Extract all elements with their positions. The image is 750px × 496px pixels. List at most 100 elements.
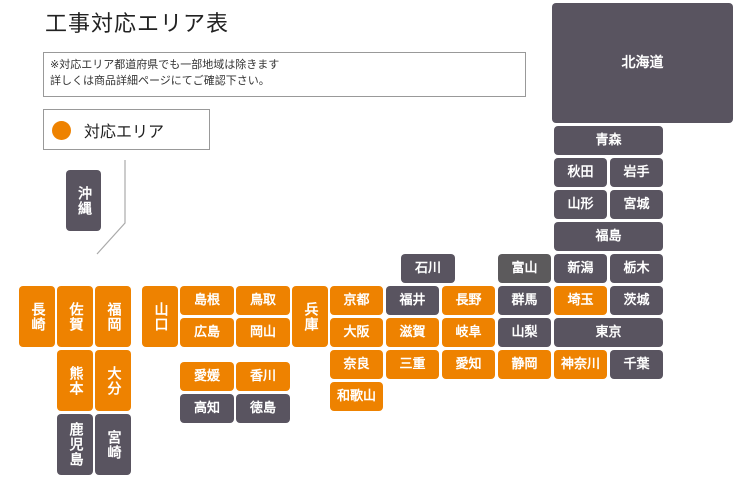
prefecture-nagano[interactable]: 長野 — [442, 286, 495, 315]
prefecture-label: 長崎 — [29, 301, 46, 332]
prefecture-hiroshima[interactable]: 広島 — [180, 318, 234, 347]
prefecture-osaka[interactable]: 大阪 — [330, 318, 383, 347]
prefecture-chiba[interactable]: 千葉 — [610, 350, 663, 379]
prefecture-kagawa[interactable]: 香川 — [236, 362, 290, 391]
prefecture-label: 宮崎 — [105, 429, 122, 460]
prefecture-label: 鹿児島 — [67, 422, 84, 467]
prefecture-label: 京都 — [343, 293, 370, 308]
prefecture-label: 宮城 — [623, 197, 650, 212]
note-line: ※対応エリア都道府県でも一部地域は除きます — [50, 58, 280, 71]
prefecture-label: 奈良 — [343, 357, 370, 372]
prefecture-label: 東京 — [595, 325, 622, 340]
prefecture-saitama[interactable]: 埼玉 — [554, 286, 607, 315]
legend: 対応エリア — [43, 109, 210, 150]
prefecture-label: 大分 — [105, 365, 122, 396]
prefecture-yamaguchi[interactable]: 山口 — [142, 286, 178, 347]
prefecture-kagoshima[interactable]: 鹿児島 — [57, 414, 93, 475]
prefecture-label: 兵庫 — [302, 301, 319, 332]
prefecture-tochigi[interactable]: 栃木 — [610, 254, 663, 283]
prefecture-label: 香川 — [249, 369, 276, 384]
prefecture-label: 徳島 — [249, 401, 276, 416]
prefecture-miyagi[interactable]: 宮城 — [610, 190, 663, 219]
prefecture-label: 岐阜 — [455, 325, 482, 340]
legend-label: 対応エリア — [84, 122, 165, 141]
prefecture-label: 三重 — [399, 357, 426, 372]
prefecture-label: 青森 — [595, 133, 622, 148]
prefecture-label: 福岡 — [105, 301, 122, 332]
prefecture-gifu[interactable]: 岐阜 — [442, 318, 495, 347]
prefecture-label: 新潟 — [567, 261, 594, 276]
prefecture-yamagata[interactable]: 山形 — [554, 190, 607, 219]
coverage-note: ※対応エリア都道府県でも一部地域は除きます 詳しくは商品詳細ページにてご確認下さ… — [43, 52, 526, 97]
prefecture-toyama[interactable]: 富山 — [498, 254, 551, 283]
prefecture-label: 鳥取 — [249, 293, 276, 308]
prefecture-ishikawa[interactable]: 石川 — [401, 254, 455, 283]
prefecture-gunma[interactable]: 群馬 — [498, 286, 551, 315]
prefecture-label: 島根 — [193, 293, 220, 308]
prefecture-label: 山口 — [152, 301, 169, 332]
prefecture-miyazaki[interactable]: 宮崎 — [95, 414, 131, 475]
prefecture-label: 和歌山 — [336, 389, 376, 404]
prefecture-label: 埼玉 — [567, 293, 594, 308]
prefecture-label: 岡山 — [249, 325, 276, 340]
prefecture-shimane[interactable]: 島根 — [180, 286, 234, 315]
prefecture-yamanashi[interactable]: 山梨 — [498, 318, 551, 347]
prefecture-mie[interactable]: 三重 — [386, 350, 439, 379]
prefecture-label: 長野 — [455, 293, 482, 308]
prefecture-tottori[interactable]: 鳥取 — [236, 286, 290, 315]
prefecture-label: 神奈川 — [560, 357, 600, 372]
prefecture-fukuoka[interactable]: 福岡 — [95, 286, 131, 347]
prefecture-okinawa[interactable]: 沖縄 — [66, 170, 101, 231]
prefecture-label: 福島 — [595, 229, 622, 244]
prefecture-label: 群馬 — [511, 293, 538, 308]
prefecture-shiga[interactable]: 滋賀 — [386, 318, 439, 347]
prefecture-label: 大阪 — [343, 325, 370, 340]
prefecture-ehime[interactable]: 愛媛 — [180, 362, 234, 391]
prefecture-label: 北海道 — [621, 54, 664, 71]
prefecture-nara[interactable]: 奈良 — [330, 350, 383, 379]
prefecture-label: 佐賀 — [67, 301, 84, 332]
prefecture-oita[interactable]: 大分 — [95, 350, 131, 411]
legend-dot-icon — [52, 121, 71, 140]
prefecture-nagasaki[interactable]: 長崎 — [19, 286, 55, 347]
prefecture-label: 栃木 — [623, 261, 650, 276]
prefecture-fukushima[interactable]: 福島 — [554, 222, 663, 251]
prefecture-label: 沖縄 — [76, 185, 92, 216]
prefecture-label: 福井 — [399, 293, 426, 308]
prefecture-label: 広島 — [193, 325, 220, 340]
prefecture-tokushima[interactable]: 徳島 — [236, 394, 290, 423]
prefecture-saga[interactable]: 佐賀 — [57, 286, 93, 347]
prefecture-label: 秋田 — [567, 165, 594, 180]
prefecture-label: 山梨 — [511, 325, 538, 340]
prefecture-kumamoto[interactable]: 熊本 — [57, 350, 93, 411]
prefecture-okayama[interactable]: 岡山 — [236, 318, 290, 347]
prefecture-fukui[interactable]: 福井 — [386, 286, 439, 315]
prefecture-niigata[interactable]: 新潟 — [554, 254, 607, 283]
prefecture-label: 静岡 — [511, 357, 538, 372]
prefecture-kanagawa[interactable]: 神奈川 — [554, 350, 607, 379]
note-line: 詳しくは商品詳細ページにてご確認下さい。 — [50, 74, 270, 87]
prefecture-hyogo[interactable]: 兵庫 — [292, 286, 328, 347]
prefecture-aomori[interactable]: 青森 — [554, 126, 663, 155]
prefecture-label: 岩手 — [623, 165, 650, 180]
prefecture-kochi[interactable]: 高知 — [180, 394, 234, 423]
prefecture-label: 富山 — [511, 261, 538, 276]
prefecture-iwate[interactable]: 岩手 — [610, 158, 663, 187]
prefecture-shizuoka[interactable]: 静岡 — [498, 350, 551, 379]
prefecture-label: 熊本 — [67, 365, 84, 396]
prefecture-wakayama[interactable]: 和歌山 — [330, 382, 383, 411]
prefecture-tokyo[interactable]: 東京 — [554, 318, 663, 347]
prefecture-label: 高知 — [193, 401, 220, 416]
prefecture-label: 石川 — [414, 261, 441, 276]
prefecture-kyoto[interactable]: 京都 — [330, 286, 383, 315]
prefecture-hokkaido[interactable]: 北海道 — [552, 3, 733, 123]
prefecture-label: 千葉 — [623, 357, 650, 372]
prefecture-aichi[interactable]: 愛知 — [442, 350, 495, 379]
prefecture-label: 滋賀 — [399, 325, 426, 340]
page-title: 工事対応エリア表 — [45, 12, 230, 37]
prefecture-label: 愛媛 — [193, 369, 220, 384]
prefecture-label: 茨城 — [623, 293, 650, 308]
prefecture-akita[interactable]: 秋田 — [554, 158, 607, 187]
prefecture-ibaraki[interactable]: 茨城 — [610, 286, 663, 315]
